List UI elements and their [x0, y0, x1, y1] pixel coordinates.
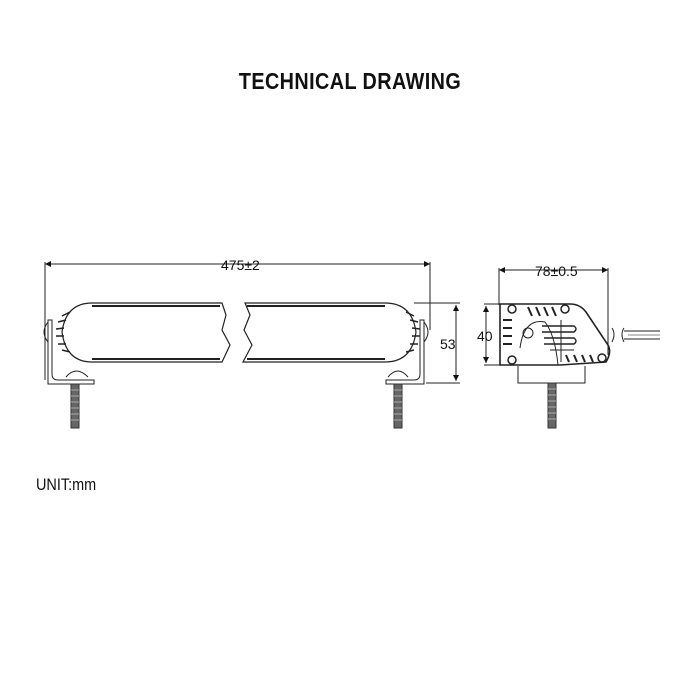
side-height-dimension-label: 40	[477, 328, 493, 344]
length-dimension-label: 475±2	[221, 257, 260, 273]
side-view	[483, 267, 660, 429]
drawing-title: TECHNICAL DRAWING	[238, 68, 462, 94]
height-dimension-label: 53	[440, 336, 456, 352]
unit-label: UNIT:mm	[36, 475, 97, 494]
front-view	[43, 261, 460, 429]
side-width-dimension-label: 78±0.5	[535, 263, 578, 279]
